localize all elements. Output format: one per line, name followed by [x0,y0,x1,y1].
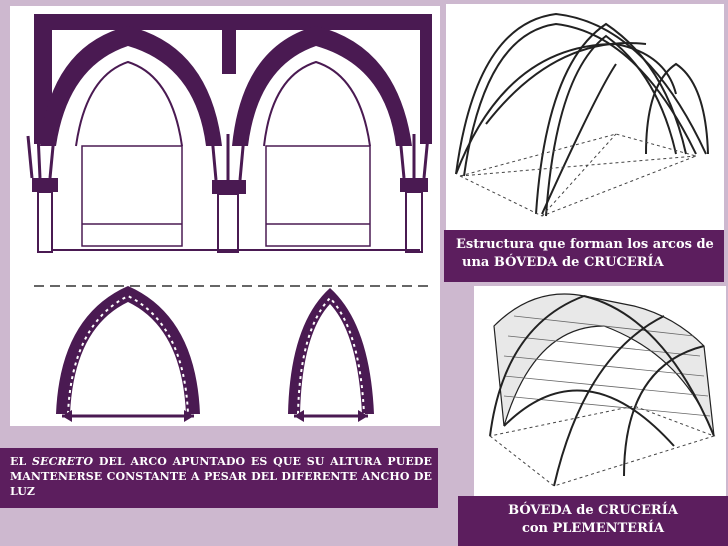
right-arch-inner-line [263,60,371,147]
secret-caption-emphasis: SECRETO [32,455,94,468]
left-arch-inner-line [75,60,183,147]
narrow-arch-voussoirs [297,296,365,415]
vault-infill-caption: BÓVEDA de CRUCERÍA con PLEMENTERÍA [458,496,728,546]
foliage-center [210,134,246,181]
floor-plan-dashes [458,133,698,217]
capital-left [32,178,58,192]
column-center [217,193,239,253]
right-wall-post [420,14,432,144]
column-right [405,191,423,253]
secret-caption-prefix: EL [10,455,33,468]
rib-vault-structure-illustration [446,4,724,230]
pointed-arches-drawing [26,14,432,422]
rib-vault-infill-drawing [488,293,716,487]
infill-floor-dashes [488,405,716,487]
center-post [222,14,236,74]
infill-brick-courses [503,315,711,417]
pointed-arches-illustration [10,6,440,426]
right-bay-frame [265,145,371,247]
pointed-arch-secret-caption: EL SECRETO DEL ARCO APUNTADO ES QUE SU A… [0,448,438,508]
infill-caption-line-1: BÓVEDA de CRUCERÍA [508,503,678,518]
capital-center [212,180,246,194]
right-arch-outer [232,26,412,146]
secret-caption-body: DEL ARCO APUNTADO ES QUE SU ALTURA PUEDE… [10,455,432,498]
left-bay-frame [81,145,183,247]
rib-vault-drawing [455,12,709,217]
vault-caption-line-1: Estructura que forman los arcos de [456,237,714,252]
column-left [37,191,53,253]
foliage-right [398,134,430,179]
narrow-pointed-arch [288,288,374,414]
wide-pointed-arch [56,286,200,414]
infill-ribs [489,295,715,487]
capital-right [400,178,428,192]
rib-lines [455,12,709,217]
infill-caption-line-2: con PLEMENTERÍA [521,521,665,536]
infill-panels [493,293,715,437]
wide-arch-voussoirs [67,294,189,415]
vault-structure-caption: Estructura que forman los arcos de una B… [444,230,724,282]
vault-caption-line-2: una BÓVEDA de CRUCERÍA [462,255,664,270]
foliage-left [26,133,56,179]
rib-vault-with-infill-illustration [474,286,726,496]
left-arch-outer [40,26,222,146]
